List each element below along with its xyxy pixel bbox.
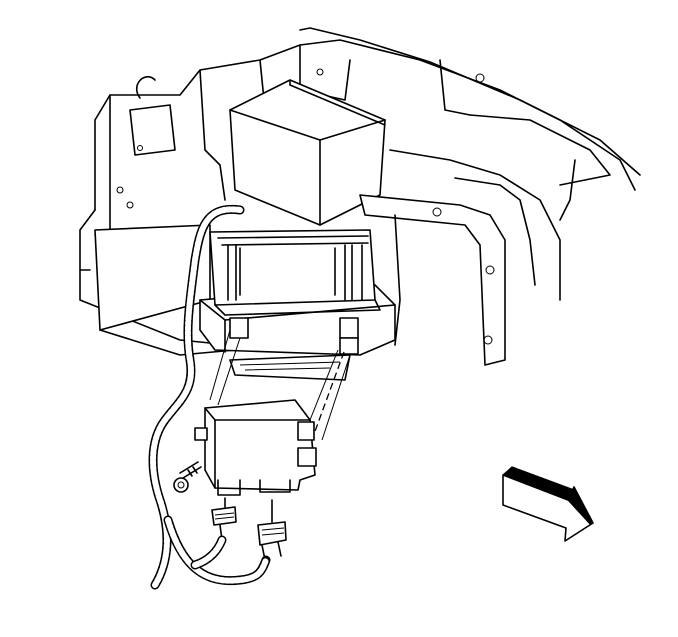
- vehicle-body-structure: [79, 27, 641, 346]
- upper-mounting-bracket: [229, 79, 386, 226]
- upper-control-module: [209, 229, 381, 316]
- frame-rail: [359, 194, 506, 366]
- lower-control-module: [194, 399, 317, 496]
- wiring-harness: [148, 204, 271, 590]
- mounting-bolt-icon: [173, 461, 202, 493]
- harness-connectors: [211, 497, 287, 561]
- front-direction-arrow-icon: [502, 466, 594, 542]
